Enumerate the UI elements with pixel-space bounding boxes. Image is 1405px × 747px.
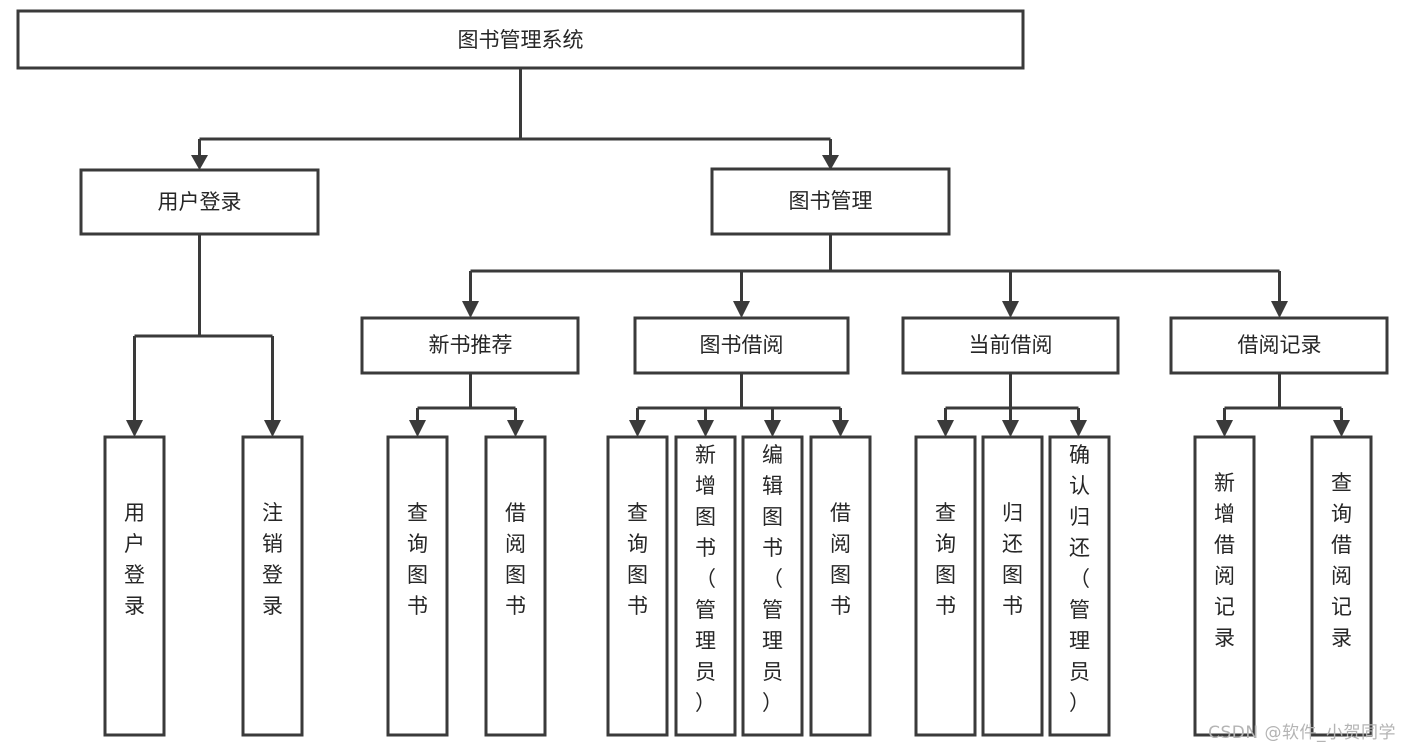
arrow-head-leaf-add-book — [697, 420, 714, 437]
node-leaf-query-book-2[interactable]: 查询图书 — [606, 435, 669, 737]
node-current-borrow[interactable]: 当前借阅 — [901, 316, 1120, 375]
arrow-head-leaf-user-login — [126, 420, 143, 437]
node-leaf-borrow-book-1-label: 借阅图书 — [505, 501, 526, 618]
node-leaf-user-login-label: 用户登录 — [124, 501, 145, 618]
node-book-management-box[interactable] — [710, 167, 951, 236]
arrow-head-leaf-return-book — [1002, 420, 1019, 437]
node-leaf-query-record-box[interactable] — [1310, 435, 1373, 737]
node-leaf-return-book-box[interactable] — [981, 435, 1044, 737]
arrow-head-current-borrow — [1002, 301, 1019, 318]
node-leaf-return-book-label: 归还图书 — [1002, 501, 1023, 618]
node-current-borrow-label: 当前借阅 — [969, 333, 1053, 357]
node-new-book-recommend-box[interactable] — [360, 316, 580, 375]
node-book-borrow[interactable]: 图书借阅 — [633, 316, 850, 375]
node-leaf-query-record-label: 查询借阅记录 — [1331, 471, 1352, 650]
arrow-head-leaf-query-book-2 — [629, 420, 646, 437]
node-leaf-query-book-3-box[interactable] — [914, 435, 977, 737]
node-leaf-user-logout[interactable]: 注销登录 — [241, 435, 304, 737]
node-leaf-borrow-book-1[interactable]: 借阅图书 — [484, 435, 547, 737]
node-leaf-borrow-book-2-label: 借阅图书 — [830, 501, 851, 618]
node-root-box[interactable] — [16, 9, 1025, 70]
node-borrow-record-label: 借阅记录 — [1238, 333, 1322, 357]
arrow-head-user-login — [191, 155, 208, 170]
arrow-head-new-book-recommend — [462, 301, 479, 318]
node-leaf-add-record-box[interactable] — [1193, 435, 1256, 737]
node-leaf-query-book-1[interactable]: 查询图书 — [386, 435, 449, 737]
watermark-text: CSDN @软件_小贺同学 — [1208, 723, 1396, 743]
node-leaf-edit-book[interactable]: 编辑图书（管理员） — [741, 435, 804, 737]
node-leaf-borrow-book-2[interactable]: 借阅图书 — [809, 435, 872, 737]
arrow-head-leaf-add-record — [1216, 420, 1233, 437]
node-leaf-user-login[interactable]: 用户登录 — [103, 435, 166, 737]
node-book-management-label: 图书管理 — [789, 189, 873, 213]
node-current-borrow-box[interactable] — [901, 316, 1120, 375]
node-new-book-recommend[interactable]: 新书推荐 — [360, 316, 580, 375]
arrow-head-leaf-query-book-3 — [937, 420, 954, 437]
node-leaf-confirm-return-label: 确认归还（管理员） — [1069, 443, 1090, 715]
node-borrow-record[interactable]: 借阅记录 — [1169, 316, 1389, 375]
node-leaf-query-book-2-label: 查询图书 — [627, 501, 648, 618]
node-leaf-user-login-box[interactable] — [103, 435, 166, 737]
node-leaf-query-record[interactable]: 查询借阅记录 — [1310, 435, 1373, 737]
arrow-head-leaf-confirm-return — [1070, 420, 1087, 437]
node-root-label: 图书管理系统 — [458, 28, 584, 52]
node-leaf-query-book-3-label: 查询图书 — [935, 501, 956, 618]
node-borrow-record-box[interactable] — [1169, 316, 1389, 375]
connector-group-book-management — [462, 234, 1288, 318]
arrow-head-leaf-borrow-book-1 — [507, 420, 524, 437]
node-book-borrow-label: 图书借阅 — [700, 333, 784, 357]
node-leaf-add-record[interactable]: 新增借阅记录 — [1193, 435, 1256, 737]
connector-group-root — [191, 68, 839, 170]
node-book-management[interactable]: 图书管理 — [710, 167, 951, 236]
arrow-head-borrow-record — [1271, 301, 1288, 318]
arrow-head-leaf-query-book-1 — [409, 420, 426, 437]
node-leaf-user-logout-label: 注销登录 — [262, 501, 283, 618]
arrow-head-leaf-query-record — [1333, 420, 1350, 437]
node-leaf-add-book[interactable]: 新增图书（管理员） — [674, 435, 737, 737]
node-leaf-query-book-1-box[interactable] — [386, 435, 449, 737]
node-leaf-borrow-book-1-box[interactable] — [484, 435, 547, 737]
node-leaf-borrow-book-2-box[interactable] — [809, 435, 872, 737]
node-leaf-query-book-1-label: 查询图书 — [407, 501, 428, 618]
arrow-head-leaf-user-logout — [264, 420, 281, 437]
node-leaf-edit-book-label: 编辑图书（管理员） — [762, 443, 783, 715]
connector-group-borrow-record — [1216, 373, 1350, 437]
connector-group-book-borrow — [629, 373, 849, 437]
arrow-head-book-borrow — [733, 301, 750, 318]
node-user-login-label: 用户登录 — [158, 190, 242, 214]
arrow-head-leaf-edit-book — [764, 420, 781, 437]
node-leaf-query-book-2-box[interactable] — [606, 435, 669, 737]
node-leaf-add-book-box[interactable] — [674, 435, 737, 737]
connector-group-new-book-recommend — [409, 373, 524, 437]
node-root[interactable]: 图书管理系统 — [16, 9, 1025, 70]
node-user-login-box[interactable] — [79, 168, 320, 236]
connector-group-current-borrow — [937, 373, 1087, 437]
node-leaf-return-book[interactable]: 归还图书 — [981, 435, 1044, 737]
node-user-login[interactable]: 用户登录 — [79, 168, 320, 236]
node-leaf-user-logout-box[interactable] — [241, 435, 304, 737]
node-leaf-add-record-label: 新增借阅记录 — [1214, 471, 1235, 650]
arrow-head-leaf-borrow-book-2 — [832, 420, 849, 437]
connector-group-user-login — [126, 234, 281, 437]
node-leaf-add-book-label: 新增图书（管理员） — [695, 443, 716, 715]
node-leaf-confirm-return[interactable]: 确认归还（管理员） — [1048, 435, 1111, 737]
node-leaf-edit-book-box[interactable] — [741, 435, 804, 737]
arrow-head-book-management — [822, 155, 839, 170]
node-leaf-query-book-3[interactable]: 查询图书 — [914, 435, 977, 737]
node-new-book-recommend-label: 新书推荐 — [429, 333, 513, 357]
node-leaf-confirm-return-box[interactable] — [1048, 435, 1111, 737]
node-book-borrow-box[interactable] — [633, 316, 850, 375]
